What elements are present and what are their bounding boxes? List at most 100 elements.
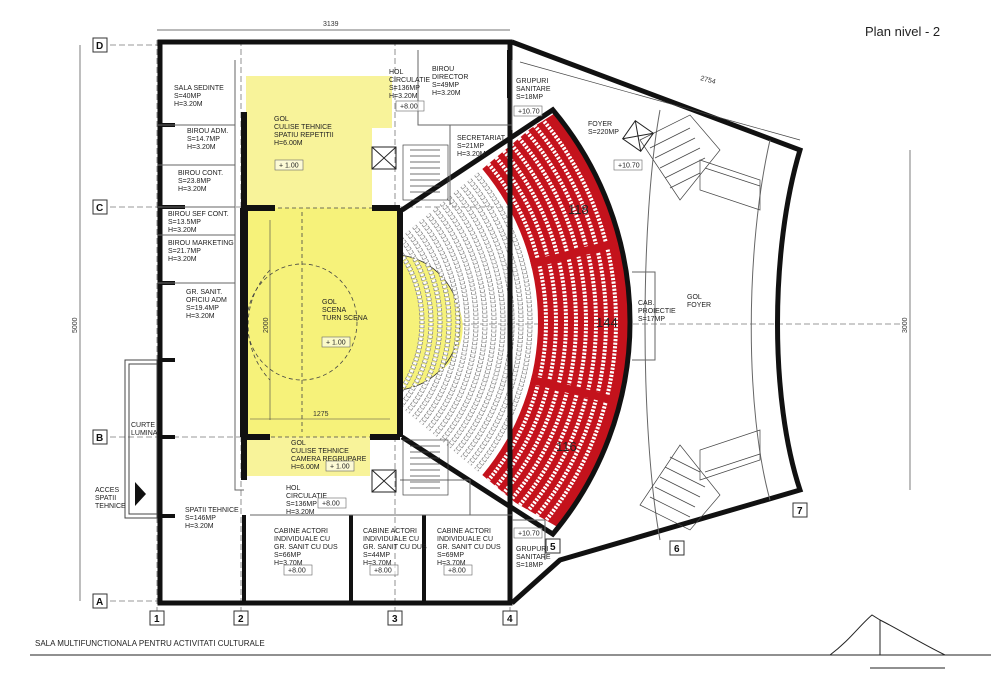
level-cabine-1: +8.00	[288, 568, 306, 575]
room-label-line: BIROU ADM.	[187, 128, 228, 135]
room-label-line: BIROU MARKETING	[168, 240, 234, 247]
room-label-line: H=3.20M	[178, 186, 207, 193]
room-label-line: CULISE TEHNICE	[274, 124, 332, 131]
room-label-line: INDIVIDUALE CU	[274, 536, 330, 543]
room-label-line: FOYER	[687, 302, 711, 309]
level-box	[274, 159, 304, 171]
level-culise-regrupare: + 1.00	[330, 464, 350, 471]
auditorium-wall	[400, 106, 633, 538]
grid-tag-box	[92, 37, 108, 53]
room-label-line: H=3.70M	[274, 560, 303, 567]
room-label-line: FOYER	[588, 121, 612, 128]
seat-row-inner	[447, 196, 496, 448]
seat-row-red	[517, 136, 588, 508]
grid-row-B: B	[96, 433, 103, 444]
level-hol-bottom: +8.00	[322, 501, 340, 508]
seat-row-red	[494, 156, 558, 488]
seat-row-red	[540, 117, 618, 527]
room-label-line: GOL	[687, 294, 702, 301]
room-label-line: S=21MP	[457, 143, 484, 150]
seat-row-inner	[454, 190, 505, 454]
aisle	[529, 375, 622, 406]
room-label-line: GRUPURI	[516, 78, 548, 85]
seat-count-bottom: 116	[556, 439, 577, 454]
room-label-line: SANITARE	[516, 554, 551, 561]
room-label-line: SALA SEDINTE	[174, 85, 224, 92]
seat-row-red	[532, 124, 608, 520]
seat-row-red	[509, 143, 578, 501]
room-label-line: TURN SCENA	[322, 315, 368, 322]
seat-row-inner	[405, 230, 442, 414]
seat-row-inner	[419, 219, 460, 425]
room-label-line: CULISE TEHNICE	[291, 448, 349, 455]
auditorium	[402, 110, 630, 535]
grid-row-C: C	[96, 203, 103, 214]
room-label-line: CAB.	[638, 300, 654, 307]
grid-col-1: 1	[154, 614, 160, 625]
room-label-line: S=19.4MP	[186, 305, 219, 312]
room-label-line: GOL	[322, 299, 337, 306]
stage-forestage	[399, 254, 461, 391]
room-label-line: SANITARE	[516, 86, 551, 93]
seat-count-top: 118	[568, 202, 589, 217]
room-label-line: GR. SANIT CU DUS	[363, 544, 427, 551]
room-label-line: SPATII TEHNICE	[185, 507, 239, 514]
room-label-line: TEHNICE	[95, 503, 126, 510]
room-label-line: S=40MP	[174, 93, 201, 100]
grid-tag-box	[669, 540, 685, 556]
room-label-line: H=3.20M	[457, 151, 486, 158]
room-label-line: ACCES	[95, 487, 119, 494]
room-label-line: S=49MP	[432, 82, 459, 89]
grid-col-5: 5	[550, 542, 556, 553]
grid-col-6: 6	[674, 544, 680, 555]
plan-caption: SALA MULTIFUNCTIONALA PENTRU ACTIVITATI …	[35, 639, 265, 648]
level-scena: + 1.00	[326, 340, 346, 347]
grid-row-D: D	[96, 41, 103, 52]
room-label-line: GOL	[274, 116, 289, 123]
room-label-line: H=3.70M	[437, 560, 466, 567]
grid-tag-box	[502, 610, 518, 626]
grid-row-A: A	[96, 597, 103, 608]
room-label-line: PROIECTIE	[638, 308, 676, 315]
grid-tag-box	[233, 610, 249, 626]
level-cabine-3: +8.00	[448, 568, 466, 575]
level-grupuri-bottom: +10.70	[518, 531, 540, 538]
room-label-line: H=3.70M	[363, 560, 392, 567]
seat-row-inner	[433, 207, 478, 437]
room-label-line: S=69MP	[437, 552, 464, 559]
room-label-line: S=17MP	[638, 316, 665, 323]
seat-row-red	[502, 149, 568, 495]
level-grupuri-top: +10.70	[518, 109, 540, 116]
grid-tag-box	[149, 610, 165, 626]
level-box	[513, 527, 543, 539]
room-label-line: H=6.00M	[274, 140, 303, 147]
level-box	[369, 564, 399, 576]
room-label-line: H=3.20M	[186, 313, 215, 320]
elevator-icon	[371, 119, 655, 493]
plan-title: Plan nivel - 2	[865, 24, 940, 39]
grid-tag-box	[545, 538, 561, 554]
seating-rows-white	[402, 172, 533, 472]
level-box	[317, 497, 347, 509]
room-label-line: CURTE	[131, 422, 155, 429]
stair-icon	[402, 114, 761, 531]
room-label-line: CABINE ACTORI	[363, 528, 417, 535]
level-hol-top: +8.00	[400, 104, 418, 111]
room-label-line: H=3.20M	[168, 256, 197, 263]
seat-row-inner	[426, 213, 469, 431]
room-label-line: HOL	[286, 485, 301, 492]
seat-row-inner	[402, 242, 424, 402]
level-box	[395, 100, 425, 112]
room-label-line: BIROU SEF CONT.	[168, 211, 229, 218]
